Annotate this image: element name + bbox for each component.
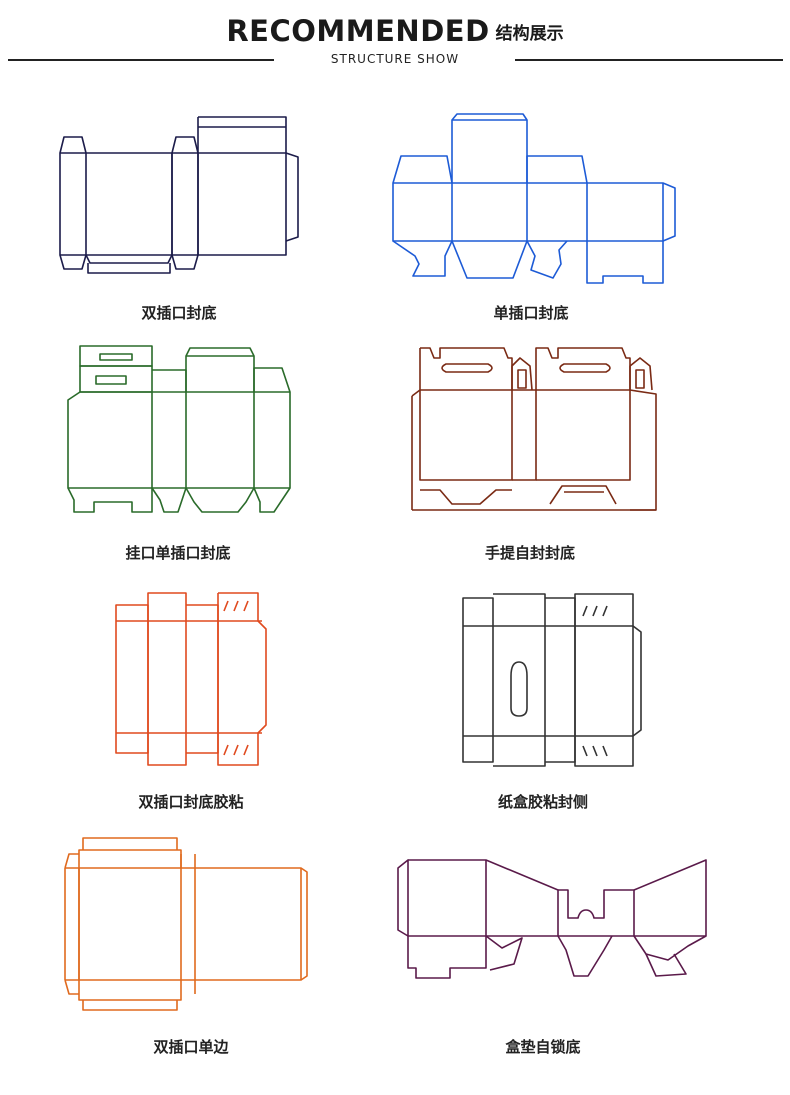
- item-label: 纸盒胶粘封侧: [497, 793, 588, 811]
- diagram-hang-tab-single-tuck: [67, 345, 291, 513]
- diagram-double-tuck-bottom: [59, 116, 299, 274]
- diagram-single-tuck-bottom: [392, 113, 676, 284]
- diagram-auto-lock-bottom: [397, 859, 707, 979]
- item-label: 手提自封封底: [484, 544, 575, 562]
- item-label: 双插口封底胶粘: [138, 793, 244, 811]
- item-label: 挂口单插口封底: [125, 544, 231, 562]
- diagram-double-tuck-glued: [115, 592, 267, 766]
- header-rule-left: [8, 59, 274, 61]
- dieline-glued-side: [462, 593, 642, 767]
- item-label: 盒垫自锁底: [505, 1038, 581, 1056]
- page-subtitle: STRUCTURE SHOW: [330, 52, 460, 66]
- dieline-double-tuck-single: [64, 837, 308, 1011]
- title-chinese: 结构展示: [495, 23, 564, 44]
- diagram-handle-self-seal: [411, 347, 657, 511]
- dieline-handle-box: [411, 347, 657, 511]
- header-rule-right: [515, 59, 783, 61]
- diagram-double-tuck-single-side: [64, 837, 308, 1011]
- title-english: RECOMMENDED: [226, 14, 490, 48]
- dieline-single-tuck: [392, 113, 676, 284]
- diagram-glued-side-seal: [462, 593, 642, 767]
- item-label: 单插口封底: [493, 304, 569, 322]
- item-label: 双插口封底: [141, 304, 217, 322]
- item-label: 双插口单边: [153, 1038, 229, 1056]
- dieline-auto-lock: [397, 859, 707, 979]
- dieline-double-tuck-glued: [115, 592, 267, 766]
- dieline-double-tuck: [59, 116, 299, 274]
- dieline-hang-tab: [67, 345, 291, 513]
